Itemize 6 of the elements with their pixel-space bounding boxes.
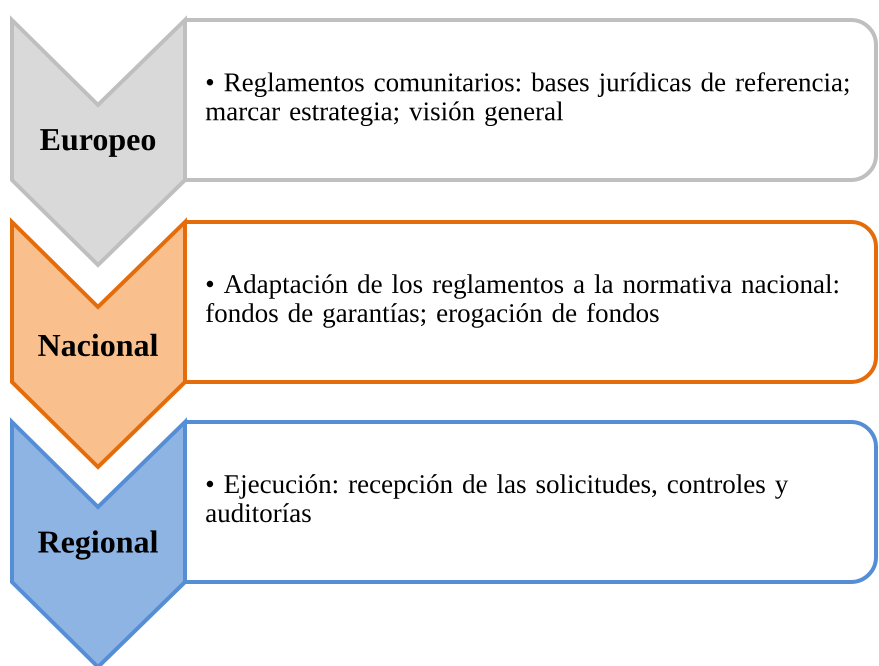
text-box: • Ejecución: recepción de las solicitudes, controles y auditorías bbox=[185, 420, 878, 584]
level-tab: Regional bbox=[10, 417, 187, 666]
text-box: • Adaptación de los reglamentos a la normativa nacional: fondos de garantías; erogación de fondos bbox=[185, 220, 878, 384]
level-tab: Nacional bbox=[10, 217, 187, 470]
level-tab: Europeo bbox=[10, 15, 187, 268]
text-box: • Reglamentos comunitarios: bases jurídicas de referencia; marcar estrategia; visión general bbox=[185, 18, 878, 182]
